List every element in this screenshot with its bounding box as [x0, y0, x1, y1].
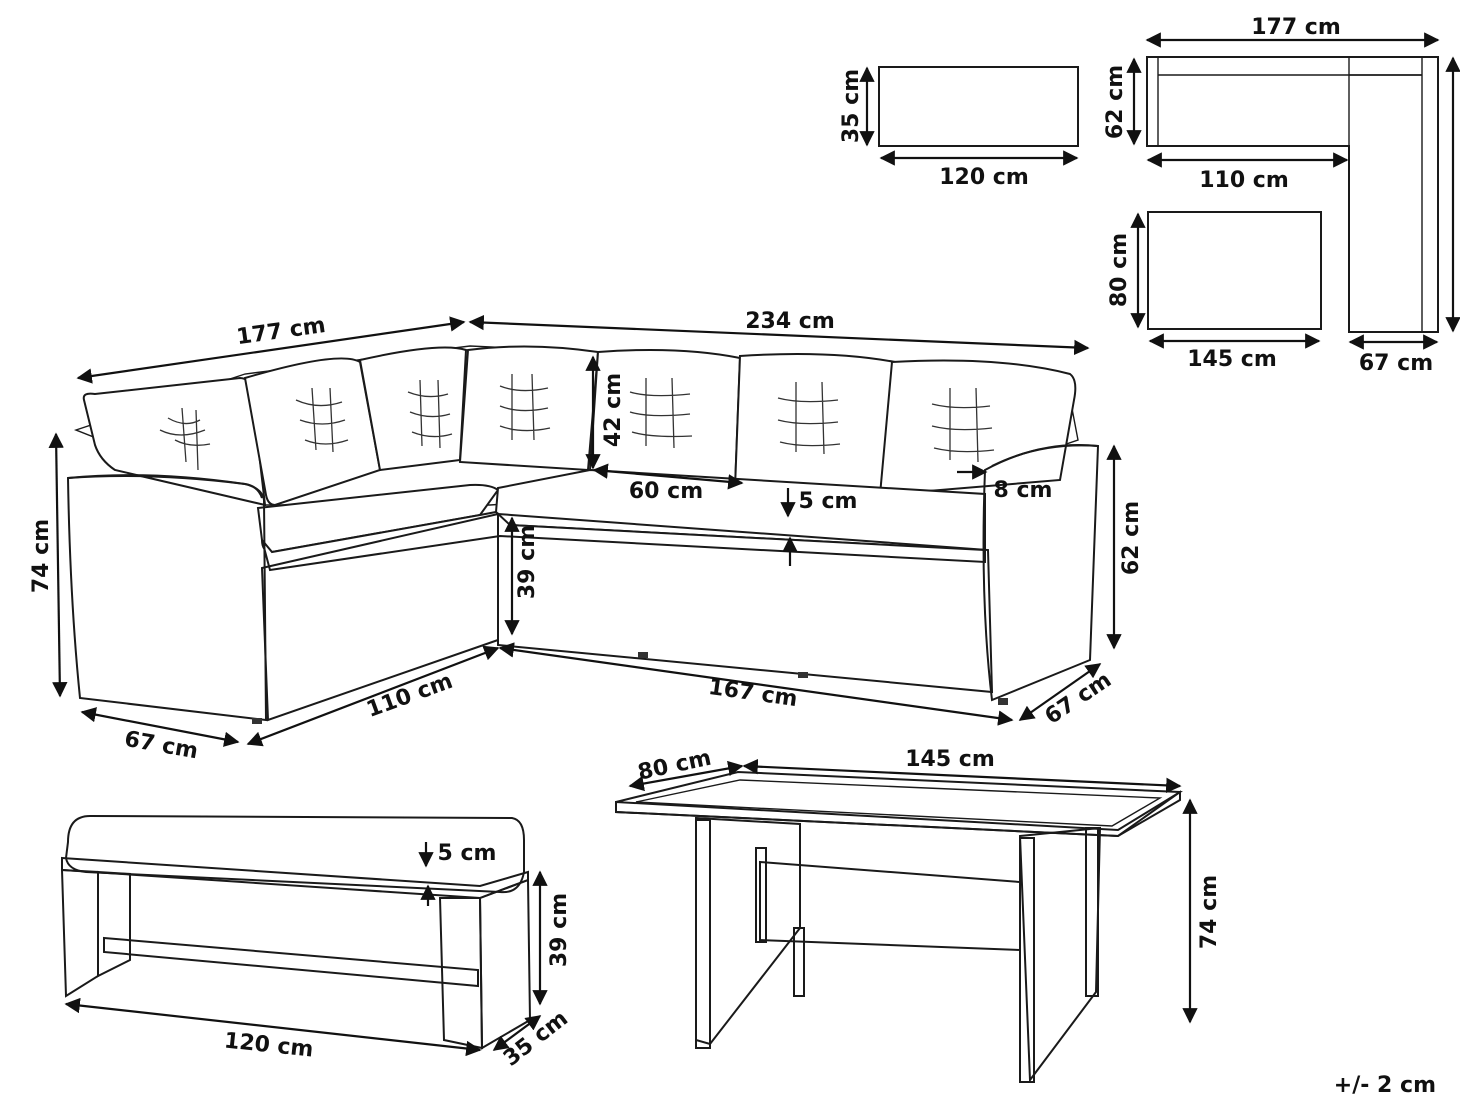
sofa-right-inner-label: 167 cm	[707, 675, 799, 712]
back-cushion-height-label: 42 cm	[601, 373, 626, 447]
sofa-left-inner-arrow	[246, 645, 500, 747]
sofa-height-label: 74 cm	[29, 519, 54, 593]
sofa-left-depth-arrow	[80, 707, 240, 747]
plan-table: 80 cm 145 cm	[1107, 211, 1322, 372]
bench-length-label: 120 cm	[223, 1028, 315, 1062]
table-depth-arrow	[628, 760, 744, 792]
bench-left-leg	[60, 868, 99, 998]
plan-sofa-outline	[1146, 56, 1439, 333]
table-left-panel	[695, 816, 801, 1046]
dining-table: 80 cm 145 cm 74 cm	[615, 746, 1222, 1083]
table-height-label: 74 cm	[1197, 875, 1222, 949]
plan-table-width-label: 145 cm	[1187, 347, 1277, 372]
plan-sofa: 177 cm 62 cm 110 cm 67 cm	[1103, 15, 1460, 376]
sofa-left-inner-label: 110 cm	[363, 669, 456, 723]
corner-sofa	[66, 345, 1100, 724]
plan-sofa-side-depth-label: 67 cm	[1359, 351, 1433, 376]
plan-sofa-depth-label: 62 cm	[1103, 65, 1128, 139]
sofa-right-depth-arrow	[1018, 663, 1102, 721]
bench: 5 cm 39 cm 120 cm 35 cm	[60, 814, 573, 1072]
bench-cushion-thickness-label: 5 cm	[438, 841, 497, 866]
table-width-label: 145 cm	[905, 747, 995, 772]
back-cushion	[458, 345, 600, 472]
sofa-left-length-arrow	[76, 316, 466, 384]
sofa-left-armrest	[66, 474, 268, 722]
bench-length-arrow	[64, 997, 482, 1057]
sofa-right-length-label: 234 cm	[745, 309, 835, 334]
plan-stool-width-label: 120 cm	[939, 165, 1029, 190]
cushion-thickness-label: 5 cm	[799, 489, 858, 514]
plan-sofa-length-label: 177 cm	[1251, 15, 1341, 40]
armrest-width-label: 8 cm	[994, 478, 1053, 503]
bench-height-label: 39 cm	[547, 893, 572, 967]
bench-depth-arrow	[492, 1015, 542, 1051]
plan-sofa-inner-label: 110 cm	[1199, 168, 1289, 193]
arm-height-label: 62 cm	[1119, 501, 1144, 575]
table-right-panel	[1018, 826, 1102, 1083]
bench-cushion	[64, 814, 525, 894]
tolerance-note: +/- 2 cm	[1334, 1073, 1436, 1095]
plan-table-depth-label: 80 cm	[1107, 233, 1132, 307]
back-cushion	[243, 357, 382, 507]
table-width-arrow	[742, 758, 1182, 794]
plan-table-outline	[1147, 211, 1322, 330]
seat-depth-label: 60 cm	[629, 479, 703, 504]
back-cushion	[358, 346, 468, 472]
plan-stool-depth-label: 35 cm	[839, 69, 864, 143]
cushion-tufting	[159, 373, 995, 471]
sofa-height-arrow	[48, 432, 68, 698]
plan-stool-outline	[878, 66, 1079, 147]
seat-depth-arrow	[592, 463, 744, 490]
seat-height-label: 39 cm	[515, 525, 540, 599]
bench-right-leg	[478, 878, 532, 1050]
back-cushion	[82, 376, 267, 507]
table-depth-label: 80 cm	[636, 746, 714, 786]
sofa-right-length-arrow	[468, 314, 1090, 356]
plan-stool: 35 cm 120 cm	[839, 66, 1079, 190]
back-cushion	[733, 353, 897, 497]
table-leg	[1019, 837, 1035, 1083]
bench-stretcher	[103, 936, 479, 988]
sofa-right-inner-arrow	[498, 642, 1014, 726]
table-leg	[695, 819, 711, 1049]
